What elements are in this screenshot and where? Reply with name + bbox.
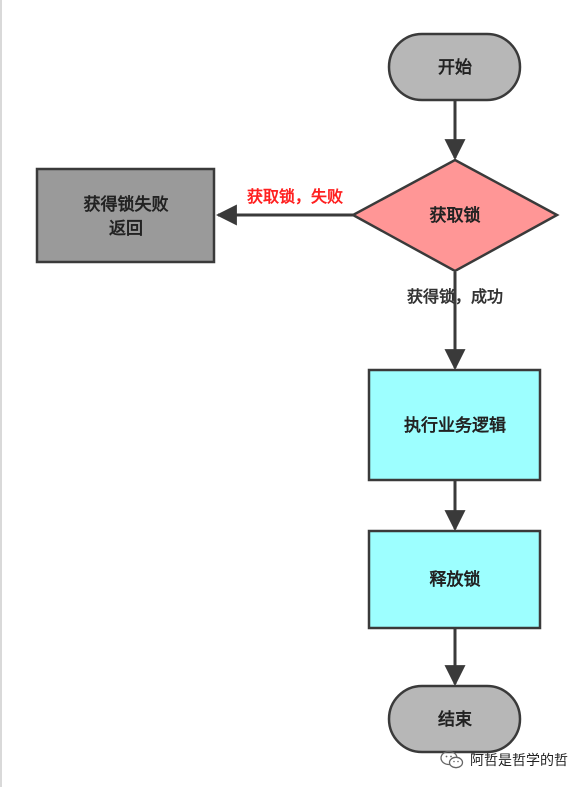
start-label: 开始 [438, 57, 472, 78]
fail-edge-label: 获取锁，失败 [247, 187, 343, 206]
release-node [367, 529, 542, 630]
left-border [0, 0, 2, 787]
end-node [387, 684, 522, 754]
watermark-text: 阿哲是哲学的哲 [470, 753, 568, 769]
wechat-icon [440, 750, 464, 769]
success-edge-label: 获得锁，成功 [407, 287, 503, 306]
execute-label: 执行业务逻辑 [404, 415, 506, 436]
execute-node [367, 368, 542, 482]
decision-node [350, 158, 560, 273]
decision-label: 获取锁 [430, 205, 481, 226]
fail-label-line1: 获得锁失败 [84, 194, 169, 215]
end-label: 结束 [438, 709, 472, 730]
start-node [387, 32, 522, 102]
fail-label-line2: 返回 [109, 219, 143, 239]
watermark: 阿哲是哲学的哲 [440, 748, 568, 772]
release-label: 释放锁 [430, 569, 481, 590]
fail-node [35, 167, 216, 264]
